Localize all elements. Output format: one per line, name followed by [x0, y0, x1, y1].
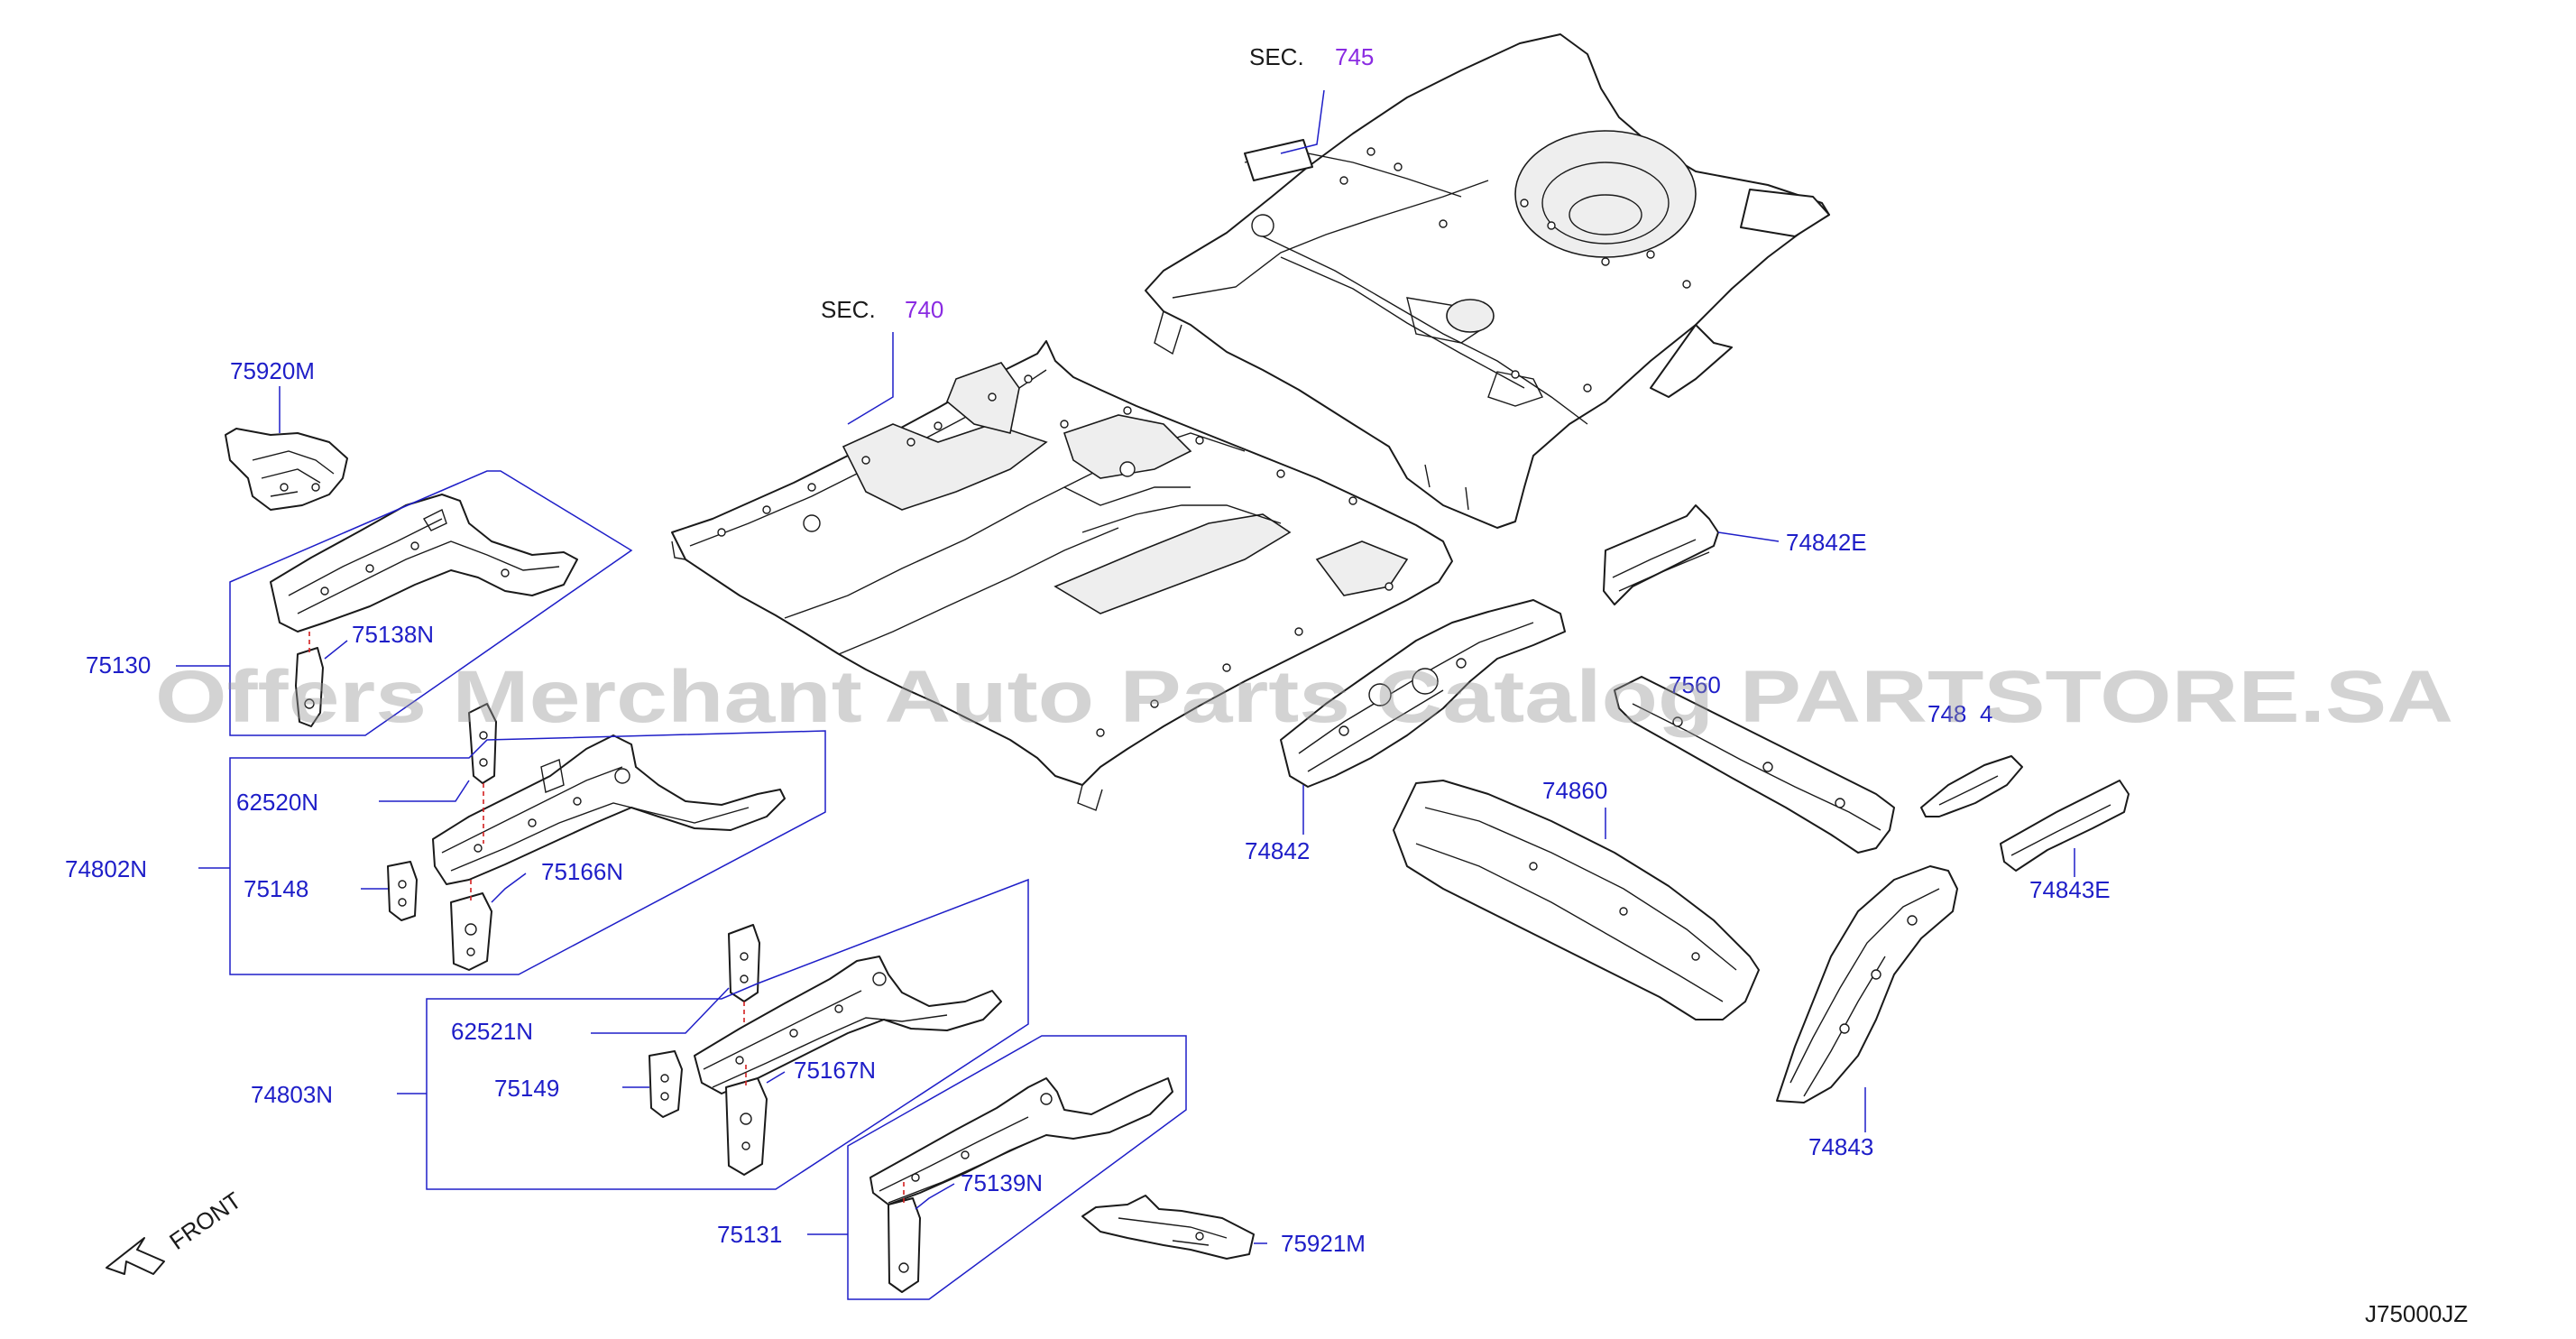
part-74842-member: [1280, 599, 1566, 788]
group-frame-74803N: [426, 878, 1029, 1190]
part-7560-member: [1614, 676, 1895, 854]
part-label-74842E[interactable]: 74842E: [1786, 529, 1867, 556]
watermark-text: Offers Merchant Auto Parts Catalog PARTS…: [155, 656, 2453, 738]
part-label-74803N[interactable]: 74803N: [251, 1081, 333, 1108]
group-frame-74802N: [229, 730, 826, 975]
part-label-74854-a[interactable]: 748: [1927, 700, 1966, 727]
part-label-74860[interactable]: 74860: [1542, 777, 1607, 804]
part-label-75149[interactable]: 75149: [494, 1075, 559, 1102]
part-label-75138N[interactable]: 75138N: [352, 621, 434, 648]
part-label-74842[interactable]: 74842: [1245, 837, 1310, 864]
part-75167N-bracket: [725, 1077, 768, 1176]
leader-lines: [176, 89, 2075, 1244]
part-74843-member: [1776, 865, 1958, 1104]
part-label-74802N[interactable]: 74802N: [65, 855, 147, 882]
part-75131-member: [869, 1077, 1173, 1205]
part-label-75920M[interactable]: 75920M: [230, 357, 315, 384]
part-label-75166N[interactable]: 75166N: [541, 858, 623, 885]
group-frame-75131: [847, 1035, 1187, 1300]
part-75138N-bracket: [295, 647, 324, 727]
part-62521N-bracket: [728, 924, 760, 1002]
part-75130-member: [270, 494, 578, 633]
part-label-74854-b[interactable]: 4: [1980, 700, 1992, 727]
sec-745-prefix: SEC.: [1249, 43, 1304, 70]
part-74842E-member: [1603, 504, 1719, 605]
part-75921M-bracket: [1081, 1195, 1255, 1260]
part-label-75139N[interactable]: 75139N: [961, 1169, 1043, 1196]
part-74803N-member: [694, 956, 1002, 1094]
sec-740-link[interactable]: 740: [905, 296, 943, 323]
part-label-75148[interactable]: 75148: [244, 875, 308, 902]
part-label-75921M[interactable]: 75921M: [1281, 1230, 1366, 1257]
part-75148-bracket: [387, 861, 418, 921]
part-label-75130[interactable]: 75130: [86, 651, 151, 679]
front-arrow-icon: [106, 1237, 165, 1275]
part-label-62521N[interactable]: 62521N: [451, 1018, 533, 1045]
part-label-7560[interactable]: 7560: [1669, 671, 1721, 698]
sec-745-link[interactable]: 745: [1335, 43, 1374, 70]
part-75139N-bracket: [888, 1197, 921, 1293]
part-74860-member: [1393, 780, 1760, 1020]
part-label-75167N[interactable]: 75167N: [794, 1057, 876, 1084]
part-75166N-bracket: [450, 892, 492, 971]
rear-floor-panel: [1145, 33, 1830, 529]
part-label-74843E[interactable]: 74843E: [2029, 876, 2111, 903]
part-label-62520N[interactable]: 62520N: [236, 789, 318, 816]
part-label-74843[interactable]: 74843: [1808, 1133, 1873, 1160]
front-label: FRONT: [164, 1187, 246, 1255]
front-floor-panel: [671, 340, 1453, 811]
sec-740-prefix: SEC.: [821, 296, 876, 323]
group-frame-75130: [229, 470, 633, 736]
part-label-75131[interactable]: 75131: [717, 1221, 782, 1248]
part-75920M-bracket: [225, 428, 348, 511]
part-74802N-member: [432, 734, 786, 885]
part-75149-bracket: [649, 1050, 683, 1118]
part-74843E-member: [2000, 780, 2130, 872]
diagram-code: J75000JZ: [2365, 1300, 2468, 1327]
part-74854-bracket: [1920, 755, 2023, 817]
